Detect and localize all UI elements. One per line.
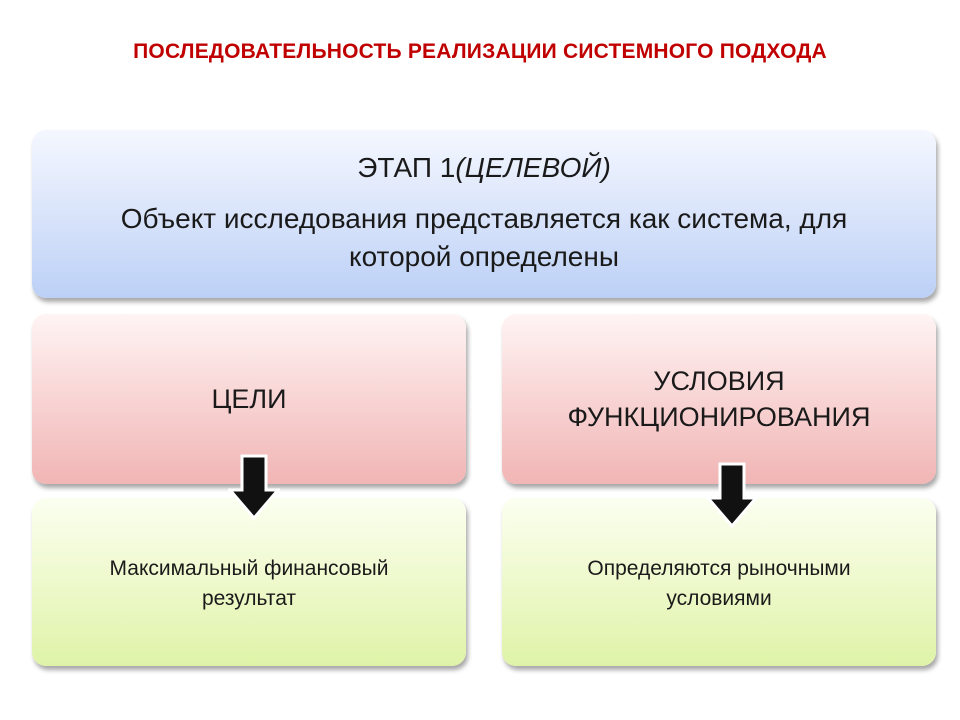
down-arrow-left-icon bbox=[228, 454, 280, 520]
conditions-result: Определяются рыночными условиями bbox=[587, 557, 851, 610]
goals-result: Максимальный финансовый результат bbox=[109, 557, 389, 610]
stage-box: ЭТАП 1(ЦЕЛЕВОЙ) Объект исследования пред… bbox=[32, 130, 936, 298]
down-arrow-right-icon bbox=[706, 462, 758, 528]
stage-type: (ЦЕЛЕВОЙ) bbox=[455, 152, 611, 183]
conditions-result-box: Определяются рыночными условиями bbox=[502, 498, 936, 666]
goals-result-box: Максимальный финансовый результат bbox=[32, 498, 466, 666]
stage-title: ЭТАП 1(ЦЕЛЕВОЙ) bbox=[32, 152, 936, 184]
conditions-heading: УСЛОВИЯ ФУНКЦИОНИРОВАНИЯ bbox=[567, 366, 871, 432]
page-title: ПОСЛЕДОВАТЕЛЬНОСТЬ РЕАЛИЗАЦИИ СИСТЕМНОГО… bbox=[133, 40, 827, 63]
goals-heading: ЦЕЛИ bbox=[211, 384, 287, 414]
stage-description: Объект исследования представляется как с… bbox=[120, 203, 848, 272]
stage-label: ЭТАП 1 bbox=[357, 152, 456, 183]
conditions-box: УСЛОВИЯ ФУНКЦИОНИРОВАНИЯ bbox=[502, 314, 936, 484]
